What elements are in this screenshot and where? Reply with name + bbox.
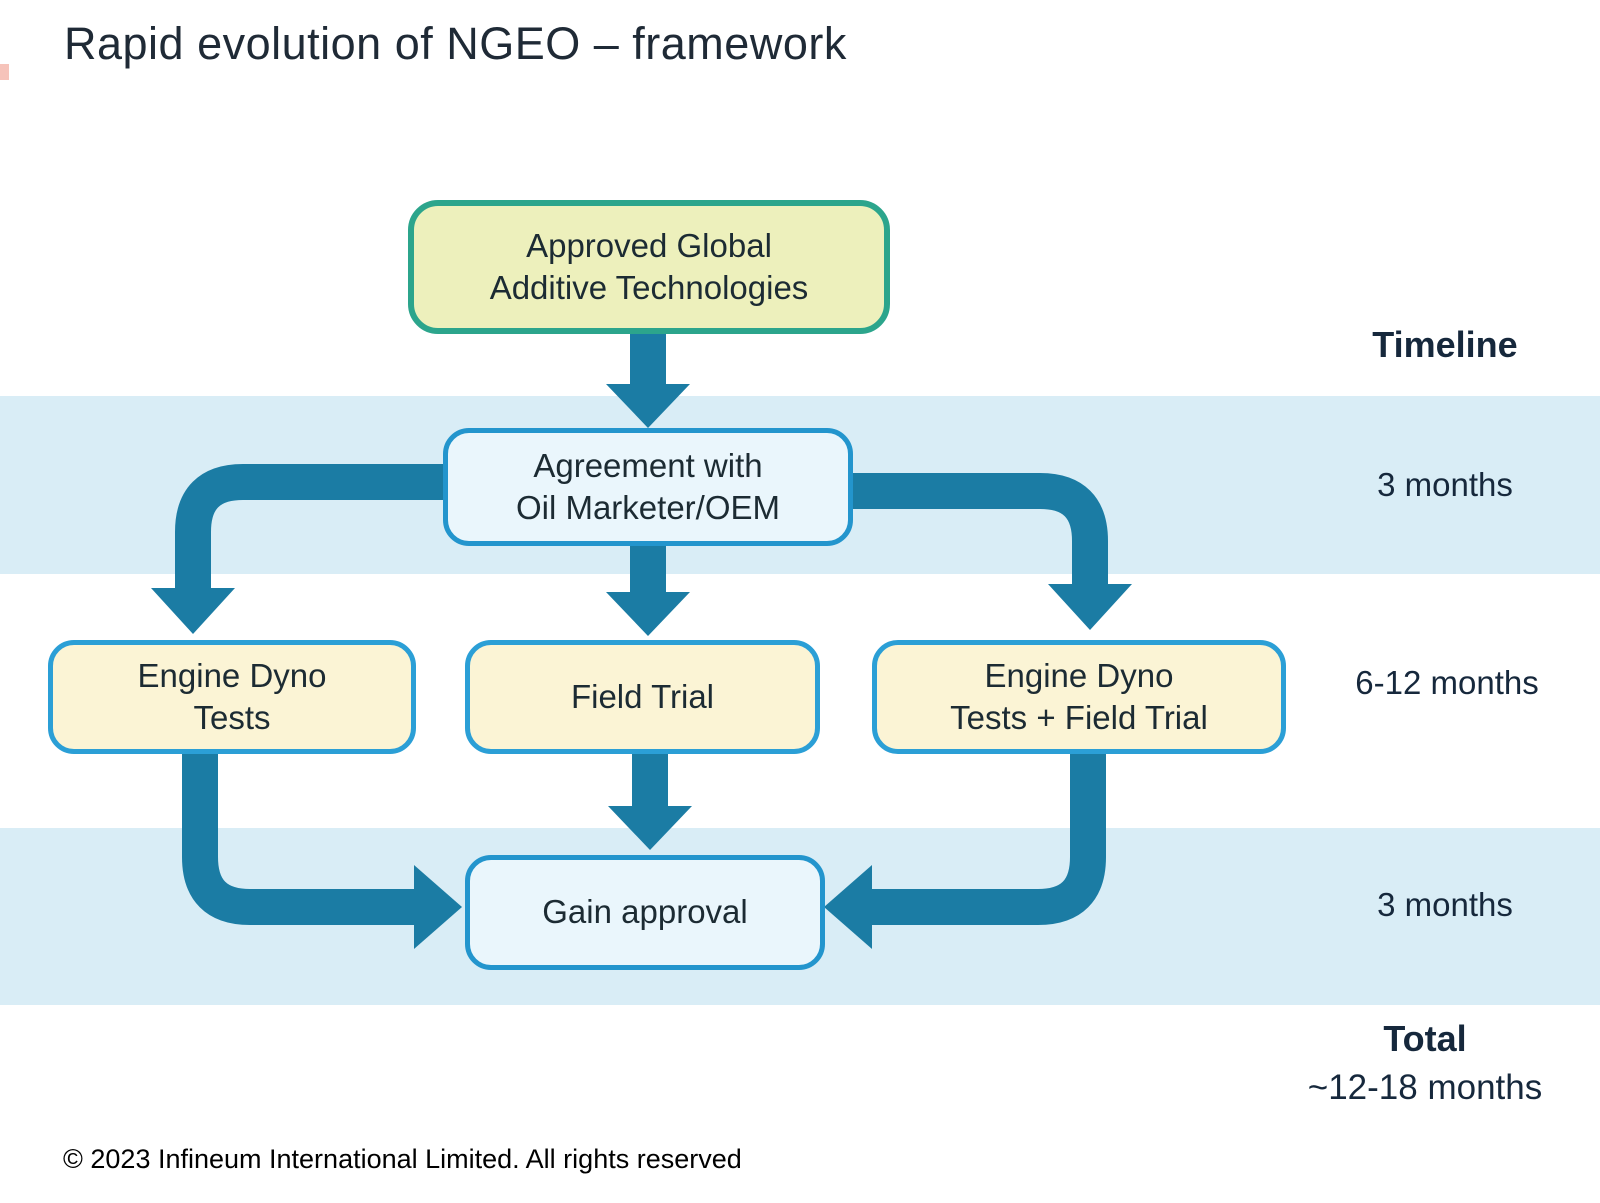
- node-engine-dyno-tests: Engine Dyno Tests: [48, 640, 416, 754]
- arrow-agreement-to-field-trial: [606, 546, 690, 636]
- timeline-total-label: Total: [1383, 1018, 1467, 1059]
- node-field-trial: Field Trial: [465, 640, 820, 754]
- arrow-engine-dyno-field-to-gain: [824, 754, 1106, 949]
- node-engine-dyno-tests-plus-field-trial: Engine Dyno Tests + Field Trial: [872, 640, 1286, 754]
- arrow-field-trial-to-gain: [608, 754, 692, 850]
- timeline-total-value: ~12-18 months: [1307, 1068, 1543, 1107]
- arrow-agreement-to-engine-dyno: [151, 464, 443, 634]
- copyright-notice: © 2023 Infineum International Limited. A…: [63, 1144, 742, 1174]
- node-approved-global-additive-technologies: Approved Global Additive Technologies: [408, 200, 890, 334]
- node-agreement-with-oil-marketer-oem: Agreement with Oil Marketer/OEM: [443, 428, 853, 546]
- arrow-agreement-to-engine-dyno-field: [853, 473, 1132, 630]
- timeline-duration-row3: 3 months: [1377, 886, 1513, 923]
- arrow-approved-to-agreement: [606, 334, 690, 428]
- node-gain-approval: Gain approval: [465, 855, 825, 970]
- timeline-duration-row2: 6-12 months: [1355, 664, 1539, 701]
- left-edge-accent: [0, 64, 9, 80]
- timeline-duration-row1: 3 months: [1377, 466, 1513, 503]
- arrow-engine-dyno-to-gain: [182, 754, 462, 949]
- page-title: Rapid evolution of NGEO – framework: [64, 18, 847, 69]
- timeline-header: Timeline: [1372, 324, 1518, 365]
